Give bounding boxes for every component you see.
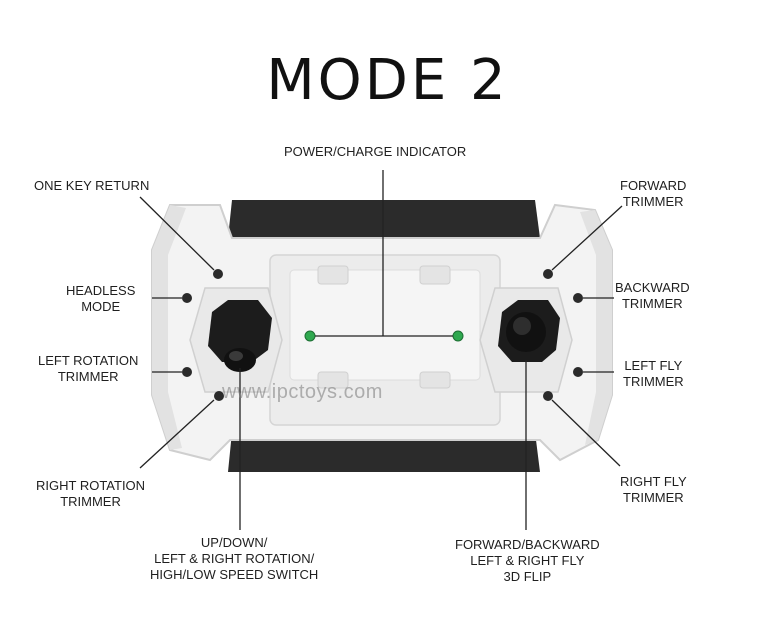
tray-clip-left <box>317 265 349 285</box>
one-key-return-button[interactable] <box>213 269 223 279</box>
backward-trimmer-button[interactable] <box>573 293 583 303</box>
power-indicator-right <box>452 330 464 342</box>
watermark: www.ipctoys.com <box>222 381 383 403</box>
tray-clip-bottom-right <box>419 371 451 389</box>
power-indicator-left <box>304 330 316 342</box>
left-edge-shade <box>152 205 186 450</box>
leader-lines <box>139 170 623 530</box>
headless-mode-button[interactable] <box>182 293 192 303</box>
right-fly-trimmer-button[interactable] <box>543 391 553 401</box>
left-rotation-trimmer-button[interactable] <box>182 367 192 377</box>
forward-trimmer-button[interactable] <box>543 269 553 279</box>
right-edge-shade <box>580 210 612 445</box>
label-left-stick: UP/DOWN/LEFT & RIGHT ROTATION/HIGH/LOW S… <box>150 535 319 582</box>
bottom-grip <box>228 432 540 472</box>
label-power-charge-indicator: POWER/CHARGE INDICATOR <box>284 144 467 159</box>
tray-clip-right <box>419 265 451 285</box>
right-rotation-trimmer-button[interactable] <box>214 391 224 401</box>
right-stick[interactable] <box>498 300 560 362</box>
label-one-key-return: ONE KEY RETURN <box>34 178 150 193</box>
tray-inner <box>289 269 481 381</box>
page-title: MODE 2 <box>266 48 509 113</box>
tray-clip-bottom-left <box>317 371 349 389</box>
left-stick[interactable] <box>208 300 272 372</box>
top-grip <box>228 200 540 238</box>
left-fly-trimmer-button[interactable] <box>573 367 583 377</box>
